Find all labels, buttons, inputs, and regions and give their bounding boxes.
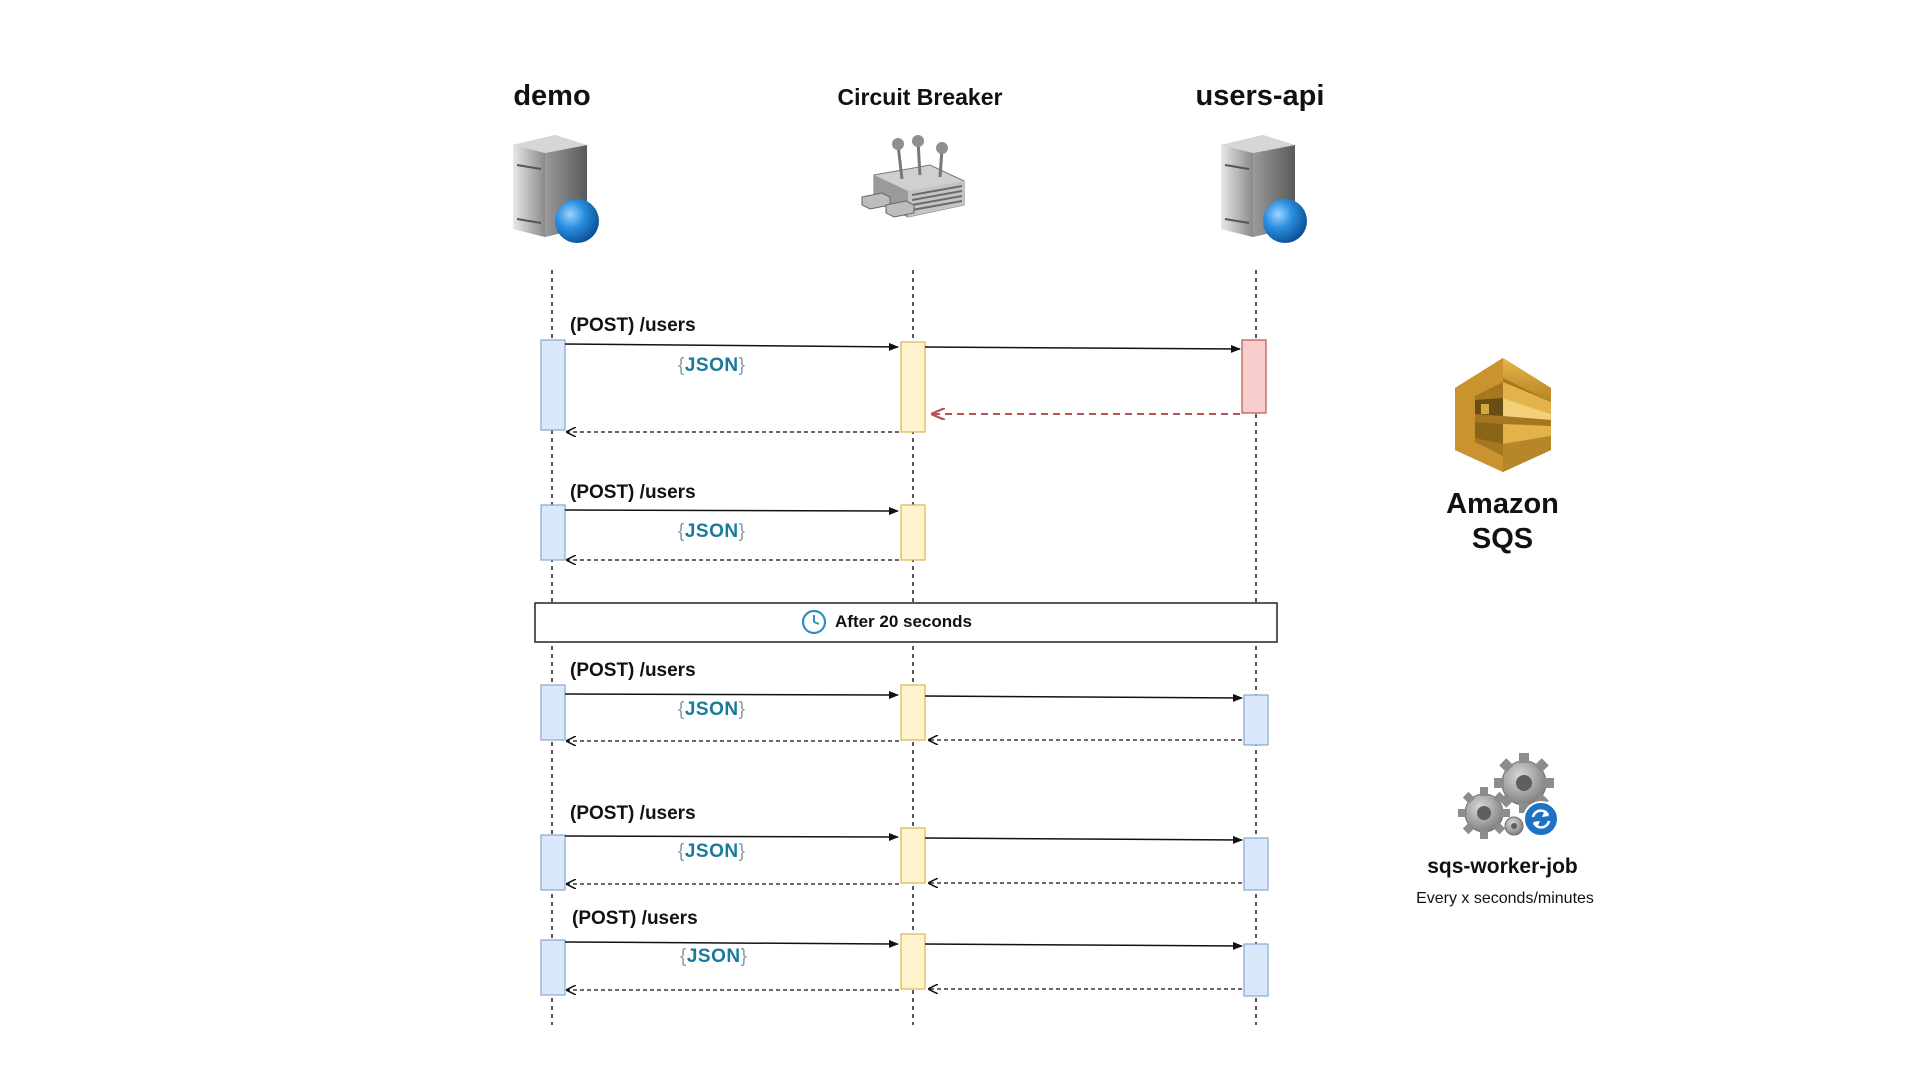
request-arrow xyxy=(924,693,1243,702)
message-label: (POST) /users xyxy=(570,803,696,824)
request-arrow xyxy=(564,506,899,515)
server-icon xyxy=(1221,135,1307,243)
activation-demo xyxy=(540,684,566,741)
brace-close: } xyxy=(738,699,746,720)
amazon-sqs-label-line2: SQS xyxy=(1471,523,1534,555)
activation-circuit-breaker xyxy=(900,504,926,561)
json-text: JSON xyxy=(684,355,739,376)
brace-close: } xyxy=(738,841,746,862)
brace-open: { xyxy=(678,521,685,542)
json-text: JSON xyxy=(684,699,739,720)
json-payload-label: {JSON} xyxy=(678,521,745,543)
participant-users-api-title: users-api xyxy=(1195,80,1325,112)
sqs-worker-job-schedule: Every x seconds/minutes xyxy=(1416,890,1594,907)
request-arrow xyxy=(564,342,899,351)
request-arrow xyxy=(924,344,1241,353)
brace-open: { xyxy=(678,841,685,862)
request-arrow xyxy=(564,832,899,841)
brace-open: { xyxy=(678,699,685,720)
activation-demo xyxy=(540,834,566,891)
request-arrow xyxy=(924,941,1243,950)
gears-sync-icon xyxy=(1458,753,1559,839)
activation-demo xyxy=(540,939,566,996)
message-label: (POST) /users xyxy=(570,660,696,681)
activation-users-api xyxy=(1243,694,1269,746)
json-text: JSON xyxy=(684,841,739,862)
amazon-sqs-label: Amazon SQS xyxy=(1420,487,1585,557)
brace-close: } xyxy=(738,521,746,542)
participant-circuit-breaker-title: Circuit Breaker xyxy=(837,84,1003,110)
activation-users-api-error xyxy=(1241,339,1267,414)
clock-icon xyxy=(801,609,827,635)
message-label: (POST) /users xyxy=(572,908,698,929)
sqs-worker-job-title: sqs-worker-job xyxy=(1427,855,1578,878)
request-arrow xyxy=(564,939,899,948)
activation-circuit-breaker xyxy=(900,827,926,884)
json-payload-label: {JSON} xyxy=(680,946,747,968)
request-arrow xyxy=(924,835,1243,844)
server-icon xyxy=(513,135,599,243)
time-note-box xyxy=(534,602,1278,643)
json-payload-label: {JSON} xyxy=(678,841,745,863)
brace-open: { xyxy=(678,355,685,376)
message-label: (POST) /users xyxy=(570,482,696,503)
activation-circuit-breaker xyxy=(900,933,926,990)
participant-demo-title: demo xyxy=(513,80,591,112)
json-text: JSON xyxy=(684,521,739,542)
activation-circuit-breaker xyxy=(900,684,926,741)
brace-close: } xyxy=(738,355,746,376)
activation-users-api xyxy=(1243,837,1269,891)
message-label: (POST) /users xyxy=(570,315,696,336)
brace-close: } xyxy=(740,946,748,967)
json-payload-label: {JSON} xyxy=(678,355,745,377)
json-payload-label: {JSON} xyxy=(678,699,745,721)
request-arrow xyxy=(564,690,899,699)
activation-demo xyxy=(540,504,566,561)
circuit-breaker-icon xyxy=(861,135,965,218)
json-text: JSON xyxy=(686,946,741,967)
amazon-sqs-label-line1: Amazon xyxy=(1446,488,1559,520)
amazon-sqs-icon xyxy=(1455,358,1551,472)
brace-open: { xyxy=(680,946,687,967)
activation-demo xyxy=(540,339,566,431)
time-note-text: After 20 seconds xyxy=(835,612,972,631)
activation-users-api xyxy=(1243,943,1269,997)
activation-circuit-breaker xyxy=(900,341,926,433)
